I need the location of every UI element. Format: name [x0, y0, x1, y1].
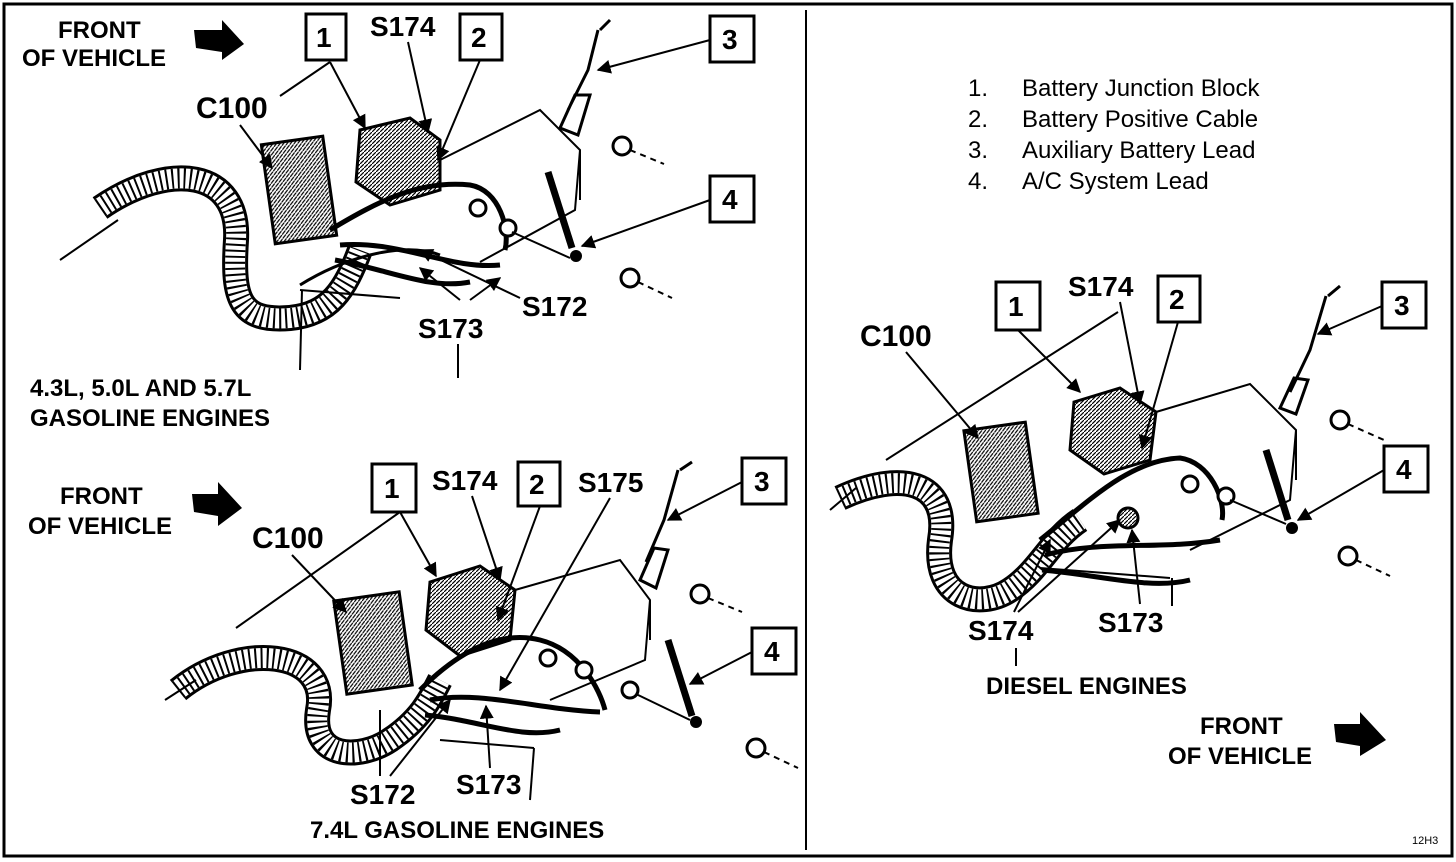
hex-nut	[619, 267, 641, 289]
ac-system-lead	[664, 638, 696, 718]
front-of-vehicle-label-line2: OF VEHICLE	[1168, 743, 1312, 770]
mounting-bracket	[439, 108, 582, 263]
callout-4: 4	[1396, 454, 1412, 485]
callout-1: 1	[316, 22, 332, 53]
callout-box-2	[1156, 274, 1202, 324]
terminal-ring	[574, 660, 594, 680]
legend-number-3: 3.	[968, 137, 988, 164]
s173-label: S173	[456, 769, 521, 800]
s174-label-lower: S174	[968, 615, 1034, 646]
hex-nut	[1337, 545, 1359, 567]
front-of-vehicle-label-line1: FRONT	[1200, 713, 1283, 740]
c100-label: C100	[252, 522, 324, 555]
callout-box-2	[516, 460, 562, 508]
callout-2: 2	[529, 469, 545, 500]
hex-nut	[1329, 409, 1351, 431]
terminal-ring	[1180, 474, 1200, 494]
callout-3: 3	[754, 466, 770, 497]
legend-text-3: Auxiliary Battery Lead	[1022, 137, 1255, 164]
callout-1: 1	[384, 473, 400, 504]
s175-label: S175	[578, 467, 643, 498]
legend: 1. Battery Junction Block 2. Battery Pos…	[968, 75, 1260, 195]
callout-box-4	[1382, 444, 1430, 494]
callout-2: 2	[471, 22, 487, 53]
callout-box-2	[458, 12, 504, 62]
callout-box-4	[750, 626, 798, 676]
view-diesel: C100 1 S174 2 3 4 S174 S173 DIESEL ENGIN…	[829, 271, 1430, 770]
callout-box-1	[370, 462, 418, 514]
view-caption-line2: GASOLINE ENGINES	[30, 405, 270, 432]
callout-box-3	[1380, 280, 1428, 330]
front-of-vehicle-label-line2: OF VEHICLE	[22, 45, 166, 72]
hex-nut	[689, 583, 711, 605]
callout-4: 4	[764, 636, 780, 667]
terminal-ring	[538, 648, 558, 668]
view-caption: DIESEL ENGINES	[986, 673, 1187, 700]
callout-box-4	[708, 174, 756, 224]
mounting-bracket	[514, 558, 652, 701]
auxiliary-battery-lead	[557, 18, 612, 137]
callout-2: 2	[1169, 284, 1185, 315]
front-direction-arrow-icon	[194, 20, 244, 60]
view-gasoline-7-4l: FRONT OF VEHICLE C100 1 S174 2 S175	[28, 456, 799, 844]
c100-connector	[332, 590, 414, 696]
auxiliary-battery-lead	[638, 460, 693, 591]
mounting-bracket	[1155, 382, 1298, 551]
view-caption-line1: 4.3L, 5.0L AND 5.7L	[30, 375, 251, 402]
s173-label: S173	[418, 313, 483, 344]
callout-4: 4	[722, 184, 738, 215]
callout-box-3	[740, 456, 788, 506]
s174-label: S174	[370, 11, 436, 42]
battery-junction-block	[1068, 386, 1158, 476]
c100-connector	[259, 134, 339, 246]
callout-3: 3	[1394, 290, 1410, 321]
legend-text-4: A/C System Lead	[1022, 168, 1209, 195]
ac-system-lead	[544, 170, 576, 250]
callout-box-3	[708, 14, 756, 64]
legend-number-4: 4.	[968, 168, 988, 195]
front-direction-arrow-icon	[192, 482, 242, 526]
callout-box-1	[994, 280, 1042, 332]
battery-junction-block	[354, 116, 442, 207]
legend-number-1: 1.	[968, 75, 988, 102]
s174-label: S174	[1068, 271, 1134, 302]
front-of-vehicle-label-line2: OF VEHICLE	[28, 513, 172, 540]
callout-3: 3	[722, 24, 738, 55]
callout-1: 1	[1008, 291, 1024, 322]
s174-label: S174	[432, 465, 498, 496]
front-of-vehicle-label-line1: FRONT	[60, 483, 143, 510]
hex-nut	[611, 135, 633, 157]
c100-connector	[962, 420, 1040, 524]
front-of-vehicle-label-line1: FRONT	[58, 17, 141, 44]
view-caption: 7.4L GASOLINE ENGINES	[310, 817, 604, 844]
auxiliary-battery-lead	[1277, 284, 1341, 416]
cable-bundle	[418, 634, 608, 736]
view-gasoline-small-block: FRONT OF VEHICLE C100 1 S1	[22, 11, 756, 432]
legend-text-2: Battery Positive Cable	[1022, 106, 1258, 133]
legend-text-1: Battery Junction Block	[1022, 75, 1260, 102]
front-direction-arrow-icon	[1334, 712, 1386, 756]
figure-id: 12H3	[1412, 835, 1438, 847]
c100-label: C100	[860, 320, 932, 353]
s173-label: S173	[1098, 607, 1163, 638]
ac-system-lead	[1262, 448, 1292, 522]
callout-box-1	[304, 12, 348, 62]
terminal-ring	[620, 680, 640, 700]
legend-number-2: 2.	[968, 106, 988, 133]
s172-label: S172	[350, 779, 415, 810]
hex-nut	[745, 737, 767, 759]
s172-label: S172	[522, 291, 587, 322]
c100-label: C100	[196, 92, 268, 125]
terminal-ring	[468, 198, 488, 218]
splice-s173-marker	[1116, 506, 1140, 530]
